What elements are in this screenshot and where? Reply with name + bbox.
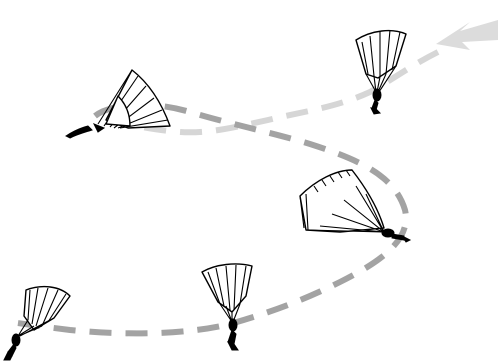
canopy-3 (300, 170, 384, 232)
parachutist-5 (4, 287, 70, 360)
parachutist-4 (202, 264, 252, 350)
canopy-5 (24, 287, 70, 330)
parachutist-3 (300, 170, 410, 242)
direction-arrow (436, 20, 498, 50)
